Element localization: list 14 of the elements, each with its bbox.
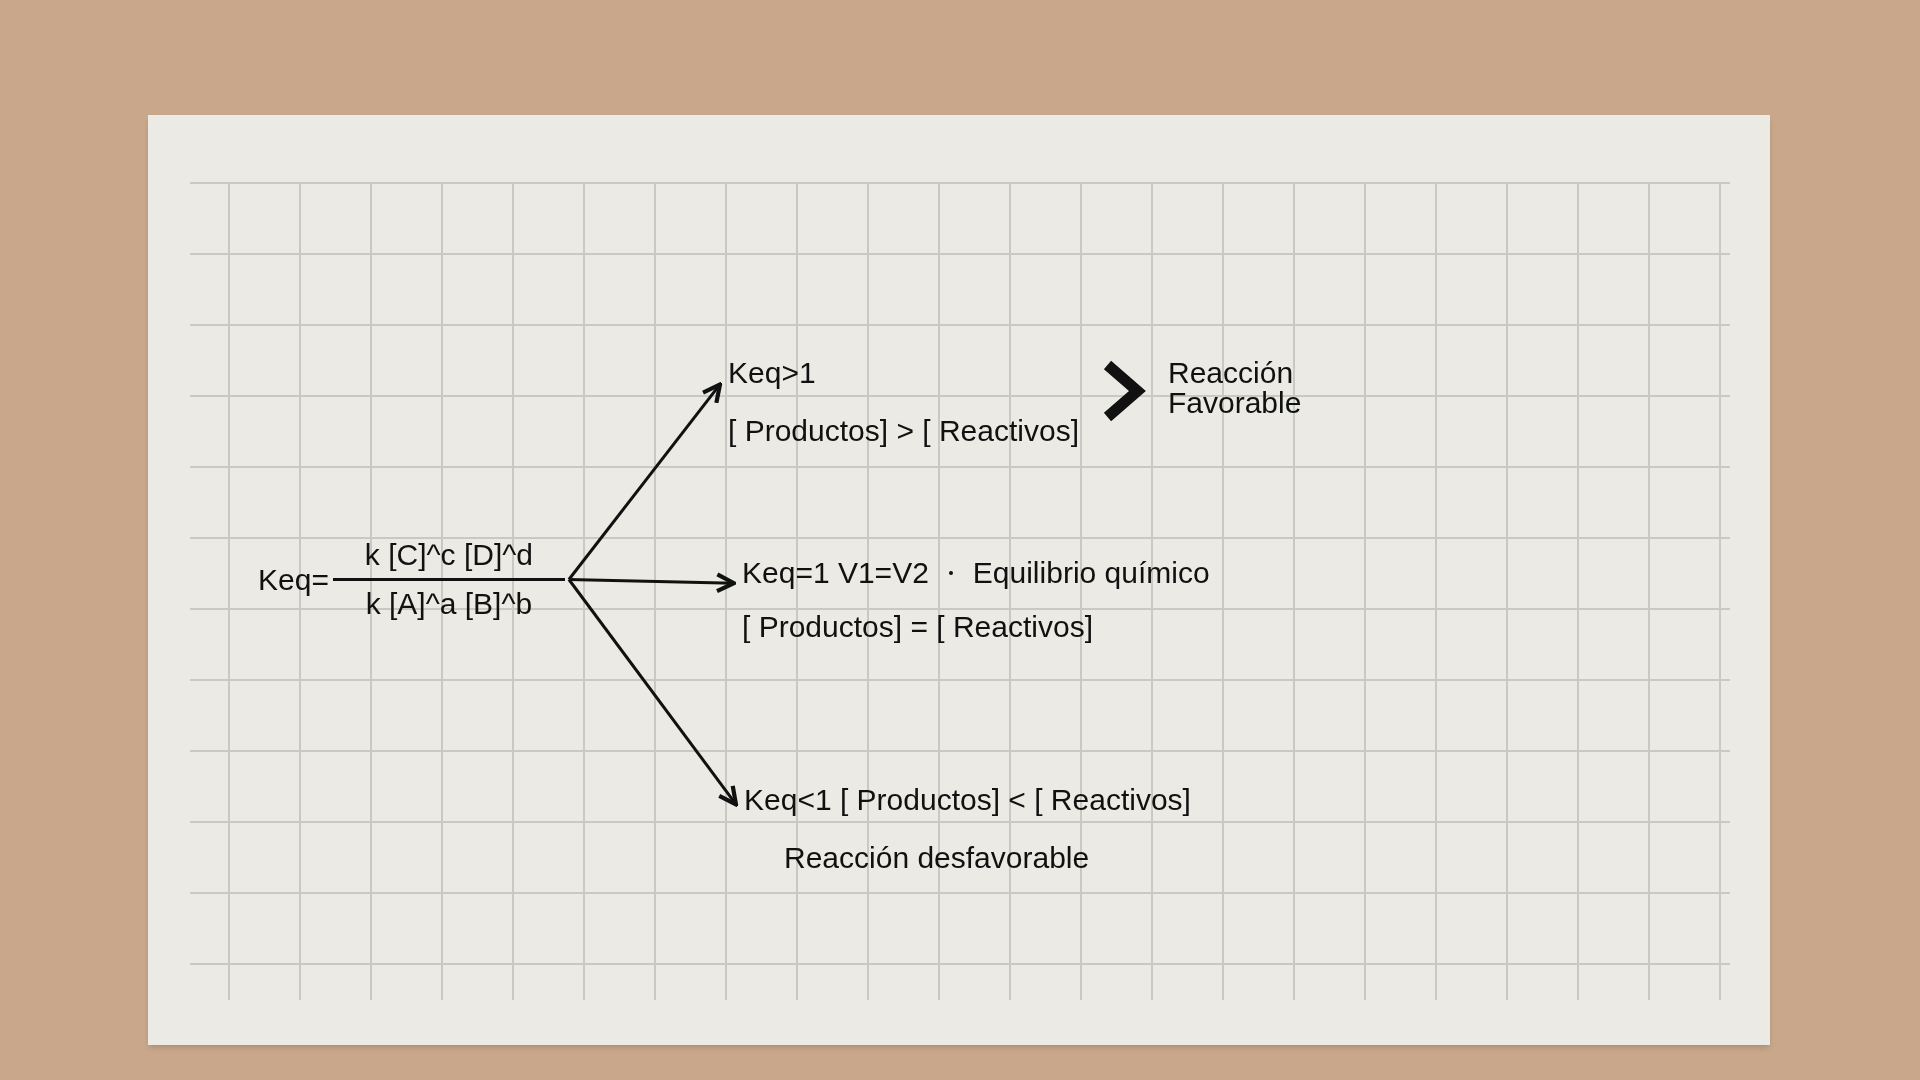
comparison-text: [ Productos] > [ Reactivos]	[728, 416, 1079, 446]
comparison-text: Reacción desfavorable	[783, 843, 1091, 873]
result-text: Reacción Favorable	[1168, 358, 1298, 418]
denominator: k [A]^a [B]^b	[364, 586, 534, 619]
comparison-text: [ Productos] = [ Reactivos]	[742, 612, 1094, 642]
numerator: k [C]^c [D]^d	[363, 540, 534, 573]
condition-text: Keq>1	[728, 358, 817, 388]
condition-text: Keq<1 [ Productos] < [ Reactivos]	[744, 785, 1191, 815]
equation-label: Keq=	[258, 564, 329, 595]
arrow	[567, 382, 723, 581]
arrow	[568, 572, 737, 594]
result-text: Equilibrio químico	[972, 558, 1210, 588]
condition-text: Keq=1 V1=V2	[742, 558, 929, 588]
arrow	[567, 578, 739, 807]
